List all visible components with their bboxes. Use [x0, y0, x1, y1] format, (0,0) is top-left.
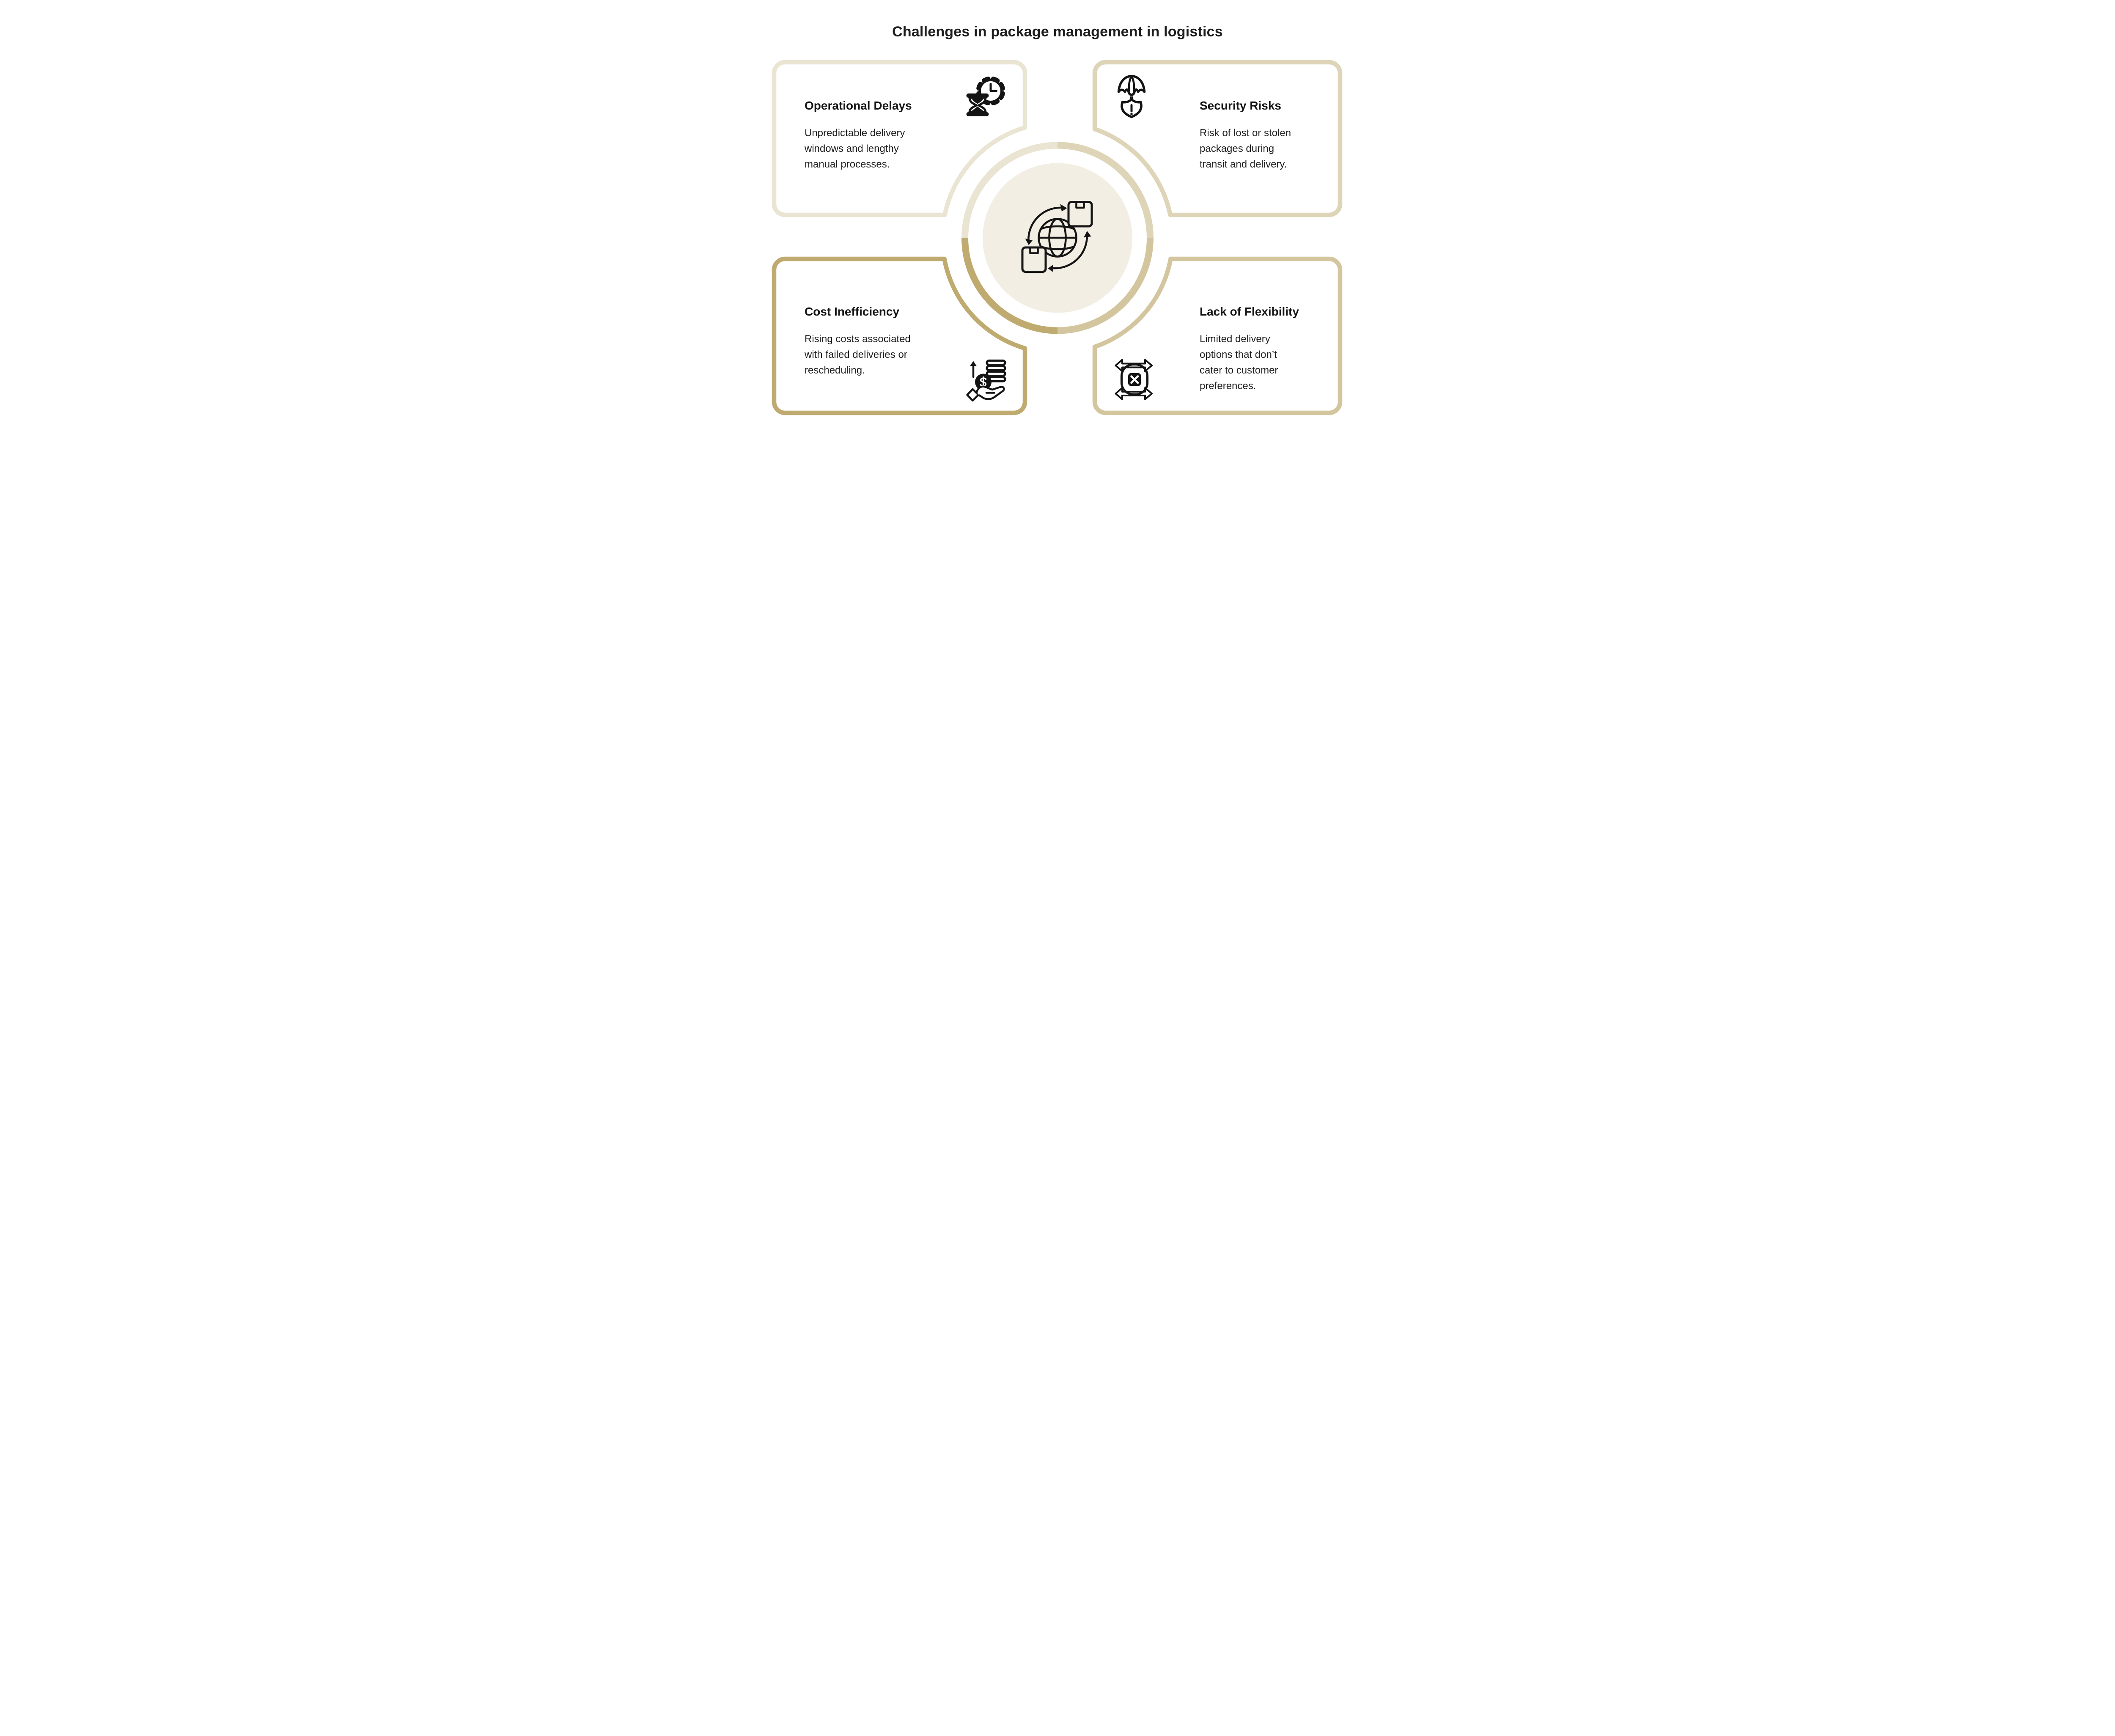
hourglass-body [968, 96, 987, 113]
infographic-page: Challenges in package management in logi… [753, 0, 1362, 434]
page-title: Challenges in package management in logi… [892, 24, 1223, 40]
x-mark [1130, 375, 1139, 384]
card-body-security-risks: Risk of lost or stolen packages during t… [1200, 127, 1291, 170]
card-shapes [772, 60, 1343, 415]
inner-ring-arc-top-right [1057, 142, 1154, 238]
package-box-top-right [1067, 201, 1093, 228]
card-title-security-risks: Security Risks [1200, 99, 1281, 112]
card-shape-bottom-left [772, 256, 1027, 415]
hourglass-gear-clock-icon [966, 76, 1005, 116]
hourglass-sand-bottom [972, 106, 983, 111]
inner-ring-arc-top-left [961, 142, 1058, 238]
rise-arrow-head [970, 361, 977, 366]
card-shape-top-left [772, 60, 1027, 217]
arrowhead-left [1048, 264, 1053, 272]
card-title-operational-delays: Operational Delays [805, 99, 912, 112]
umbrella-shield-alert-icon [1117, 75, 1146, 118]
arrowhead-down [1025, 239, 1033, 245]
global-package-exchange-icon [1021, 201, 1093, 273]
arrowhead-right [1060, 204, 1067, 212]
card-title-lack-of-flexibility: Lack of Flexibility [1200, 305, 1299, 318]
exchange-arrow-bottom-right [1048, 231, 1091, 272]
restricted-flexibility-arrows-icon [1115, 359, 1153, 400]
card-title-cost-inefficiency: Cost Inefficiency [805, 305, 900, 318]
hourglass-sand-top [972, 99, 983, 104]
exchange-arrow-top-left [1025, 204, 1067, 245]
card-shape-top-right [1092, 60, 1343, 217]
card-body-lack-of-flexibility: Limited delivery options that don’t cate… [1200, 333, 1278, 392]
package-box-bottom-left [1021, 246, 1047, 273]
inner-ring-arc-bottom-right [1057, 238, 1154, 334]
shield-stem [1130, 96, 1133, 100]
arrowhead-up [1084, 231, 1091, 238]
clock-hands [989, 83, 997, 92]
hand-coins-icon [966, 360, 1006, 402]
inner-ring [961, 142, 1154, 334]
card-body-operational-delays: Unpredictable delivery windows and lengt… [805, 127, 905, 170]
umbrella-canopy [1117, 75, 1146, 96]
cycle-loop [1120, 363, 1149, 396]
exclamation-dot [1130, 113, 1133, 115]
inner-ring-arc-bottom-left [961, 238, 1058, 334]
diagram-canvas [772, 60, 1343, 415]
card-body-cost-inefficiency: Rising costs associated with failed deli… [805, 333, 911, 376]
coin-stack [986, 360, 1006, 382]
card-shape-bottom-right [1092, 256, 1343, 415]
umbrella-seams [1128, 75, 1135, 93]
gear-teeth [976, 76, 1005, 106]
